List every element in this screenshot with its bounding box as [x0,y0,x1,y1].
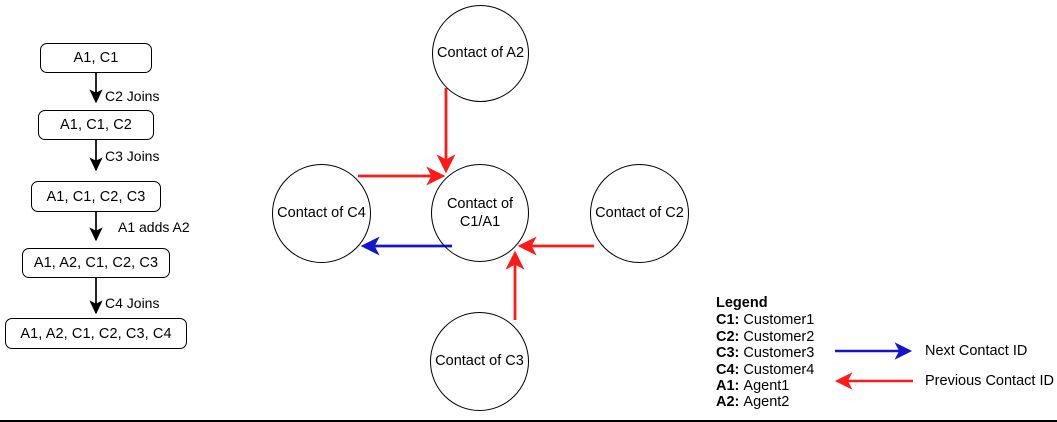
flow-label-a1-adds-a2: A1 adds A2 [118,219,190,235]
node-label-c2: Contact of C2 [595,205,684,222]
legend-key-c3: C3: [716,345,744,362]
node-contact-of-c1-a1[interactable]: Contact of C1/A1 [431,164,529,262]
legend-value-a2: Agent2 [743,394,790,411]
legend: Legend C1: Customer1 C2: Customer2 C3: C… [716,295,814,411]
node-label-c3: Contact of C3 [435,353,524,370]
node-label-a2: Contact of A2 [436,45,525,62]
node-label-center-line1: Contact of [446,195,514,212]
flow-label-c4-joins: C4 Joins [105,295,160,311]
legend-key-a2: A2: [716,394,744,411]
legend-value-c3: Customer3 [743,345,815,362]
legend-row-c3: C3: Customer3 [716,345,814,361]
flow-box-5: A1, A2, C1, C2, C3, C4 [5,318,187,349]
node-contact-of-a2[interactable]: Contact of A2 [432,5,529,102]
node-contact-of-c3[interactable]: Contact of C3 [430,312,529,411]
legend-value-c2: Customer2 [743,328,815,345]
flow-label-c2-joins: C2 Joins [105,88,160,104]
legend-value-c1: Customer1 [743,312,815,329]
legend-label-next-contact-id: Next Contact ID [925,343,1028,359]
legend-key-c2: C2: [716,328,744,345]
legend-row-a1: A1: Agent1 [716,378,814,394]
legend-value-c4: Customer4 [743,361,815,378]
legend-row-a2: A2: Agent2 [716,394,814,410]
node-contact-of-c2[interactable]: Contact of C2 [590,164,689,263]
flow-label-c3-joins: C3 Joins [105,148,160,164]
legend-row-c4: C4: Customer4 [716,362,814,378]
legend-key-c1: C1: [716,312,744,329]
legend-key-c4: C4: [716,361,744,378]
legend-value-a1: Agent1 [743,378,790,395]
flow-box-1: A1, C1 [40,43,152,73]
node-contact-of-c4[interactable]: Contact of C4 [272,164,371,263]
node-label-center-line2: C1/A1 [459,214,501,230]
flow-box-4: A1, A2, C1, C2, C3 [22,248,170,278]
flow-box-3: A1, C1, C2, C3 [31,181,161,212]
legend-label-previous-contact-id: Previous Contact ID [925,373,1054,389]
flow-box-2: A1, C1, C2 [38,110,154,140]
legend-row-c1: C1: Customer1 [716,312,814,328]
legend-row-c2: C2: Customer2 [716,329,814,345]
legend-title: Legend [716,295,768,311]
legend-key-a1: A1: [716,378,744,395]
node-label-c4: Contact of C4 [277,205,366,222]
